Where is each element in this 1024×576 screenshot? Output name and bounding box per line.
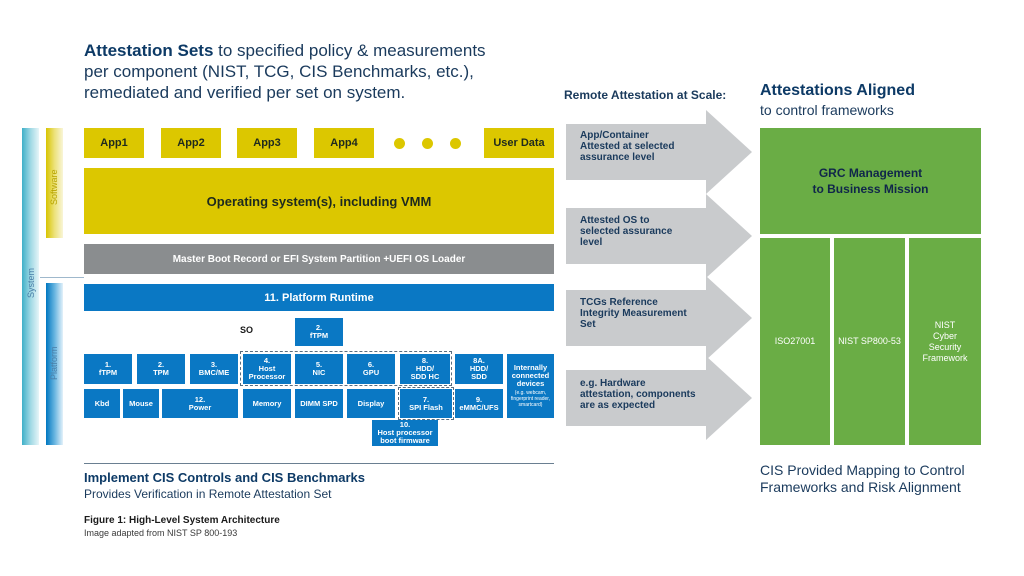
- keyboard-box: Kbd: [84, 389, 120, 418]
- arrow-tcg-text: TCGs Reference Integrity Measurement Set: [580, 297, 687, 330]
- attestations-aligned-title: Attestations Aligned: [760, 82, 915, 99]
- ellipsis-dot: [422, 138, 433, 149]
- memory-box: Memory: [243, 389, 291, 418]
- implement-cis-subtitle: Provides Verification in Remote Attestat…: [84, 487, 332, 501]
- arrow-hardware-attestation: e.g. Hardware attestation, components ar…: [566, 356, 752, 440]
- so-label: SO: [240, 325, 254, 335]
- nist-csf-box: NIST Cyber Security Framework: [909, 238, 981, 445]
- iso27001-box: ISO27001: [760, 238, 830, 445]
- app2-box: App2: [161, 128, 221, 158]
- platform-runtime-box: 11. Platform Runtime: [84, 284, 554, 311]
- system-label: System: [26, 267, 36, 298]
- hdd-sdd-hc-box: 8. HDD/ SDD HC: [400, 354, 450, 384]
- platform-label: Platform: [49, 346, 59, 380]
- operating-system-box: Operating system(s), including VMM: [84, 168, 554, 234]
- component-group-outline: [240, 351, 452, 386]
- figure-caption-source: Image adapted from NIST SP 800-193: [84, 528, 238, 538]
- internal-devices-box: Internally connected devices (e.g. webca…: [507, 354, 554, 418]
- boot-loader-box: Master Boot Record or EFI System Partiti…: [84, 244, 554, 274]
- software-label: Software: [49, 169, 59, 205]
- app4-box: App4: [314, 128, 374, 158]
- display-box: Display: [347, 389, 395, 418]
- diagram-headline: Attestation Sets to specified policy & m…: [84, 40, 514, 103]
- attestations-aligned-subtitle: to control frameworks: [760, 102, 894, 118]
- ellipsis-dot: [450, 138, 461, 149]
- app1-box: App1: [84, 128, 144, 158]
- arrow-app-text: App/Container Attested at selected assur…: [580, 130, 675, 163]
- figure-caption-title: Figure 1: High-Level System Architecture: [84, 515, 280, 526]
- hdd-sdd-box: 8A. HDD/ SDD: [455, 354, 503, 384]
- dimm-spd-box: DIMM SPD: [295, 389, 343, 418]
- gpu-box: 6. GPU: [347, 354, 395, 384]
- layer-separator: [40, 277, 84, 278]
- ftpm-2-box: 2. fTPM: [295, 318, 343, 346]
- user-data-box: User Data: [484, 128, 554, 158]
- app3-box: App3: [237, 128, 297, 158]
- headline-bold: Attestation Sets: [84, 41, 214, 60]
- arrow-os-text: Attested OS to selected assurance level: [580, 215, 673, 248]
- implement-cis-title: Implement CIS Controls and CIS Benchmark…: [84, 470, 366, 485]
- internal-devices-examples: (e.g. webcam, fingerprint reader, smartc…: [510, 390, 551, 408]
- software-bar: [46, 128, 63, 238]
- host-processor-box: 4. Host Processor: [243, 354, 291, 384]
- tpm-box: 2. TPM: [137, 354, 185, 384]
- grc-management-box: GRC Management to Business Mission: [760, 128, 981, 234]
- power-box: 12. Power: [162, 389, 238, 418]
- remote-attestation-label: Remote Attestation at Scale:: [564, 88, 727, 102]
- spi-group-outline: [398, 387, 454, 420]
- arrow-hardware-text: e.g. Hardware attestation, components ar…: [580, 378, 696, 411]
- cis-mapping-text: CIS Provided Mapping to Control Framewor…: [760, 462, 965, 495]
- host-boot-firmware-box: 10. Host processor boot firmware: [372, 420, 438, 446]
- emmc-ufs-box: 9. eMMC/UFS: [455, 389, 503, 418]
- arrow-tcg-attestation: TCGs Reference Integrity Measurement Set: [566, 276, 752, 360]
- arrow-os-attestation: Attested OS to selected assurance level: [566, 194, 752, 278]
- ellipsis-dot: [394, 138, 405, 149]
- spi-flash-box: 7. SPI Flash: [400, 389, 452, 418]
- internal-devices-title: Internally connected devices: [511, 363, 550, 388]
- mouse-box: Mouse: [123, 389, 159, 418]
- headline-rest: to specified policy & measurements per c…: [84, 41, 486, 102]
- bmc-me-box: 3. BMC/ME: [190, 354, 238, 384]
- ftpm-1-box: 1. fTPM: [84, 354, 132, 384]
- platform-bar: [46, 283, 63, 445]
- arrow-app-attestation: App/Container Attested at selected assur…: [566, 110, 752, 194]
- footer-divider: [84, 463, 554, 464]
- nic-box: 5. NIC: [295, 354, 343, 384]
- system-bar: [22, 128, 39, 445]
- nist-sp800-53-box: NIST SP800-53: [834, 238, 905, 445]
